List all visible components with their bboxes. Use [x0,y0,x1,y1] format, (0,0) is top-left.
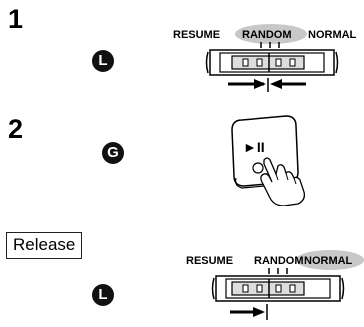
switch-knob [231,55,305,70]
play-pause-button-diagram: ►II [231,115,306,206]
label-resume: RESUME [173,29,220,41]
arrows-to-center-icon [228,78,306,92]
release-badge: L [92,284,114,306]
step-number-2: 2 [8,114,24,144]
play-pause-symbol: ►II [243,139,265,155]
slide-switch [205,49,339,76]
random-highlight [235,24,307,44]
label-normal: NORMAL [308,29,357,41]
mode-switch-diagram-release: RESUME RANDOM NORMAL [186,250,364,320]
label-resume-release: RESUME [186,255,233,267]
label-normal-release: NORMAL [304,255,353,267]
step-2-badge: G [102,142,124,164]
release-label: Release [6,232,83,259]
step-number-1: 1 [8,4,24,34]
label-random: RANDOM [242,29,292,41]
switch-knob-release [231,281,305,296]
label-random-release: RANDOM [254,255,304,267]
pointing-hand-icon [252,157,306,206]
slide-switch-release [211,275,345,302]
arrow-left-icon [230,304,268,320]
normal-highlight [296,250,364,270]
step-1-badge: L [92,50,114,72]
mode-switch-diagram-1: RESUME RANDOM NORMAL [173,24,357,92]
